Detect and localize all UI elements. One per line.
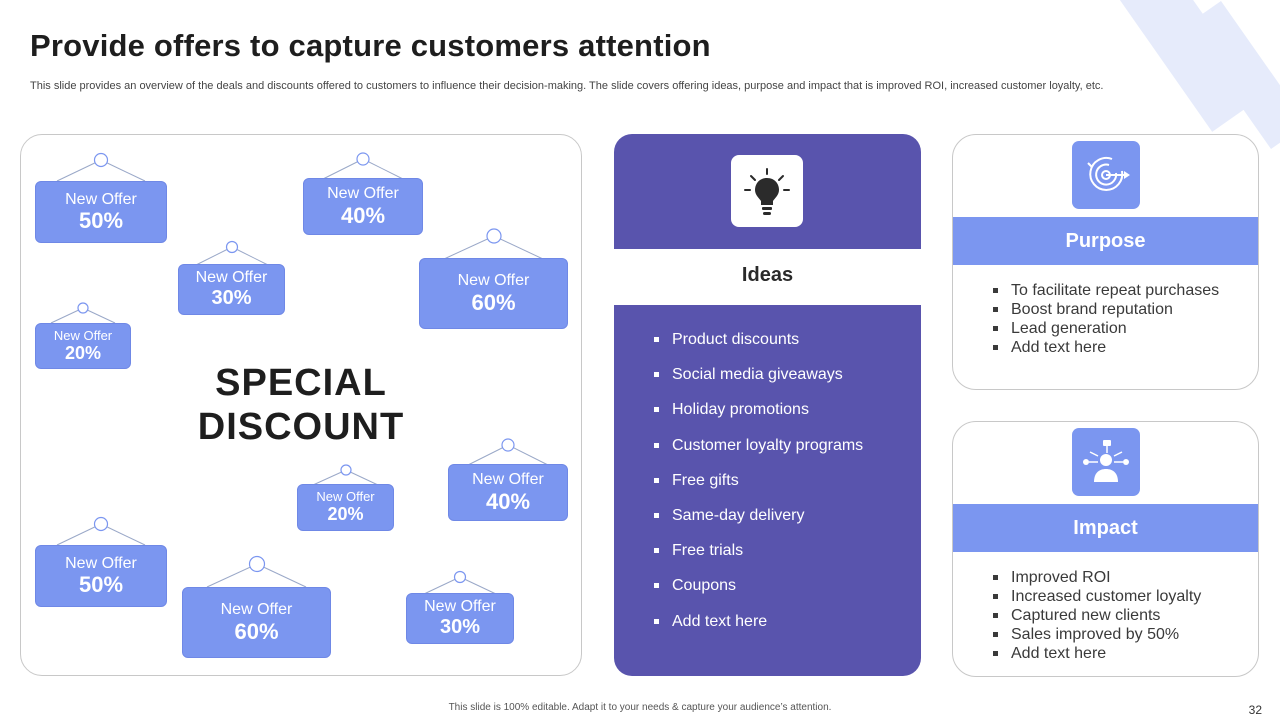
list-item: Coupons xyxy=(652,576,863,611)
list-item: Product discounts xyxy=(652,330,863,365)
lightbulb-icon xyxy=(731,155,803,227)
purpose-card: Purpose To facilitate repeat purchases B… xyxy=(952,134,1259,390)
offer-tag: New Offer 40% xyxy=(448,437,568,521)
offer-tag-value: 50% xyxy=(78,208,124,234)
offer-tag-box: New Offer 40% xyxy=(448,464,568,521)
offer-tag: New Offer 40% xyxy=(303,151,423,235)
network-person-icon xyxy=(1072,428,1140,496)
list-item: Increased customer loyalty xyxy=(993,587,1201,606)
offer-tag: New Offer 20% xyxy=(297,463,394,531)
list-item: Boost brand reputation xyxy=(993,300,1219,319)
offer-tag-value: 20% xyxy=(64,342,102,363)
offer-tag-label: New Offer xyxy=(472,471,544,489)
list-item: Social media giveaways xyxy=(652,365,863,400)
offer-tag-box: New Offer 50% xyxy=(35,545,167,607)
special-line-2: DISCOUNT xyxy=(197,406,405,448)
list-item: Customer loyalty programs xyxy=(652,436,863,471)
tag-hanger-icon xyxy=(50,302,116,324)
offer-tag-value: 40% xyxy=(340,202,386,228)
offer-tag-label: New Offer xyxy=(316,489,375,504)
purpose-list: To facilitate repeat purchases Boost bra… xyxy=(993,281,1219,357)
offer-tag-value: 30% xyxy=(439,615,481,638)
offer-tag-label: New Offer xyxy=(53,327,113,343)
list-item: Same-day delivery xyxy=(652,506,863,541)
list-item: Add text here xyxy=(993,644,1201,663)
slide-footer: This slide is 100% editable. Adapt it to… xyxy=(448,702,832,713)
offer-tag: New Offer 50% xyxy=(35,151,167,243)
offer-tag-value: 60% xyxy=(471,289,516,315)
offer-tag: New Offer 20% xyxy=(35,301,131,369)
offer-tag-box: New Offer 30% xyxy=(406,593,514,644)
offer-tag-label: New Offer xyxy=(327,185,399,203)
tag-hanger-icon xyxy=(206,555,307,588)
tag-hanger-icon xyxy=(467,438,549,466)
tag-hanger-icon xyxy=(423,570,497,595)
impact-list: Improved ROI Increased customer loyalty … xyxy=(993,568,1201,663)
tag-hanger-icon xyxy=(195,240,269,266)
offer-tag-box: New Offer 40% xyxy=(303,178,423,235)
offer-tag-label: New Offer xyxy=(220,601,293,619)
list-item: Holiday promotions xyxy=(652,400,863,435)
tag-hanger-icon xyxy=(56,152,146,182)
offer-tag-label: New Offer xyxy=(457,272,530,290)
offer-tag-label: New Offer xyxy=(65,554,137,572)
purpose-heading: Purpose xyxy=(953,217,1258,265)
special-line-1: SPECIAL xyxy=(215,362,387,404)
ideas-heading: Ideas xyxy=(614,249,921,305)
offer-tag-box: New Offer 60% xyxy=(182,587,331,658)
list-item: Captured new clients xyxy=(993,606,1201,625)
list-item: Sales improved by 50% xyxy=(993,625,1201,644)
offer-tag: New Offer 60% xyxy=(419,227,568,329)
offer-tag: New Offer 50% xyxy=(35,515,167,607)
offer-tag-box: New Offer 20% xyxy=(35,323,131,369)
list-item: Free gifts xyxy=(652,471,863,506)
slide-subtitle: This slide provides an overview of the d… xyxy=(30,80,1104,92)
special-discount-heading: SPECIAL DISCOUNT xyxy=(191,361,411,449)
ideas-panel: Ideas Product discounts Social media giv… xyxy=(614,134,921,676)
offer-tag-value: 30% xyxy=(211,286,252,309)
list-item: Free trials xyxy=(652,541,863,576)
offer-tag-value: 60% xyxy=(234,618,279,644)
offer-tag-box: New Offer 20% xyxy=(297,484,394,531)
offer-tag-box: New Offer 30% xyxy=(178,264,285,315)
impact-card: Impact Improved ROI Increased customer l… xyxy=(952,421,1259,677)
list-item: Improved ROI xyxy=(993,568,1201,587)
offer-tag-label: New Offer xyxy=(195,269,268,287)
offer-tag-box: New Offer 50% xyxy=(35,181,167,243)
tag-hanger-icon xyxy=(443,228,544,260)
offer-tag-value: 20% xyxy=(327,504,364,525)
offer-tag-box: New Offer 60% xyxy=(419,258,568,329)
tag-hanger-icon xyxy=(312,464,379,486)
offer-tag-value: 40% xyxy=(485,488,531,514)
impact-heading: Impact xyxy=(953,504,1258,552)
tag-hanger-icon xyxy=(322,152,404,180)
list-item: To facilitate repeat purchases xyxy=(993,281,1219,300)
offer-tag-value: 50% xyxy=(78,572,124,598)
list-item: Lead generation xyxy=(993,319,1219,338)
offer-tag-label: New Offer xyxy=(424,598,496,616)
slide-title: Provide offers to capture customers atte… xyxy=(30,28,711,63)
offer-tag: New Offer 60% xyxy=(182,555,331,658)
offer-tag-label: New Offer xyxy=(65,190,137,208)
offer-tag: New Offer 30% xyxy=(178,239,285,315)
offers-panel: New Offer 50% New Offer 40% New Offer 30… xyxy=(20,134,582,676)
tag-hanger-icon xyxy=(56,516,146,546)
offer-tag: New Offer 30% xyxy=(406,570,514,644)
list-item: Add text here xyxy=(652,612,863,647)
list-item: Add text here xyxy=(993,338,1219,357)
target-icon xyxy=(1072,141,1140,209)
page-number: 32 xyxy=(1248,703,1262,717)
ideas-list: Product discounts Social media giveaways… xyxy=(652,330,863,647)
